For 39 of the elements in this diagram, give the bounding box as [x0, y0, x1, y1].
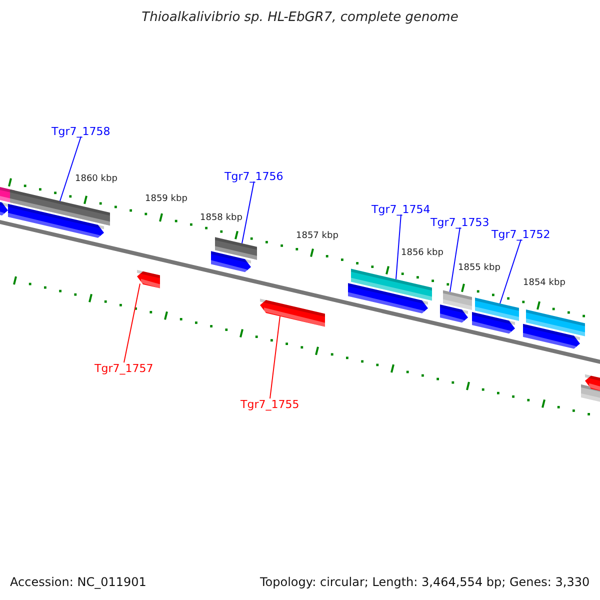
gene-bar — [526, 310, 585, 336]
leader-line — [396, 214, 402, 280]
scale-label: 1855 kbp — [458, 264, 500, 273]
gene-label: Tgr7_1758 — [52, 126, 110, 136]
leader-line — [270, 316, 280, 399]
gene-label: Tgr7_1757 — [94, 362, 154, 374]
scale-label: 1860 kbp — [75, 175, 118, 184]
gene-label: Tgr7_1753 — [430, 216, 490, 228]
gene-feature — [137, 270, 160, 288]
scale-label: 1858 kbp — [200, 214, 242, 223]
footer-text: Accession: NC_011901 — [10, 576, 146, 588]
footer-text: Topology: circular; Length: 3,464,554 bp; Genes: 3,330 — [260, 576, 590, 588]
gene-feature — [0, 200, 8, 217]
gene-bar — [351, 268, 432, 301]
gene-bar — [443, 290, 472, 310]
gene-feature — [260, 298, 325, 327]
scale-label: 1854 kbp — [523, 279, 566, 288]
scale-label: 1857 kbp — [296, 232, 338, 241]
scale-label: 1856 kbp — [401, 249, 444, 258]
gene-feature — [585, 374, 600, 394]
gene-label: Tgr7_1756 — [224, 170, 284, 182]
leader-line — [124, 283, 140, 363]
gene-label: Tgr7_1755 — [240, 398, 300, 410]
gene-label: Tgr7_1752 — [492, 228, 550, 240]
gene-label: Tgr7_1754 — [372, 204, 430, 214]
leader-line — [242, 181, 254, 244]
leader-line — [500, 239, 522, 304]
gene-bar — [475, 298, 519, 321]
scale-label: 1859 kbp — [145, 195, 188, 204]
map-title: Thioalkalivibrio sp. HL-EbGR7, complete genome — [140, 11, 460, 24]
gene-bar — [215, 237, 257, 260]
gene-feature — [8, 204, 104, 240]
gene-feature — [348, 283, 428, 315]
gene-bar — [10, 189, 110, 226]
leader-line — [450, 227, 460, 292]
gene-feature — [472, 312, 515, 335]
gene-feature — [440, 304, 468, 324]
gene-feature — [211, 251, 251, 274]
gene-feature — [523, 324, 580, 350]
